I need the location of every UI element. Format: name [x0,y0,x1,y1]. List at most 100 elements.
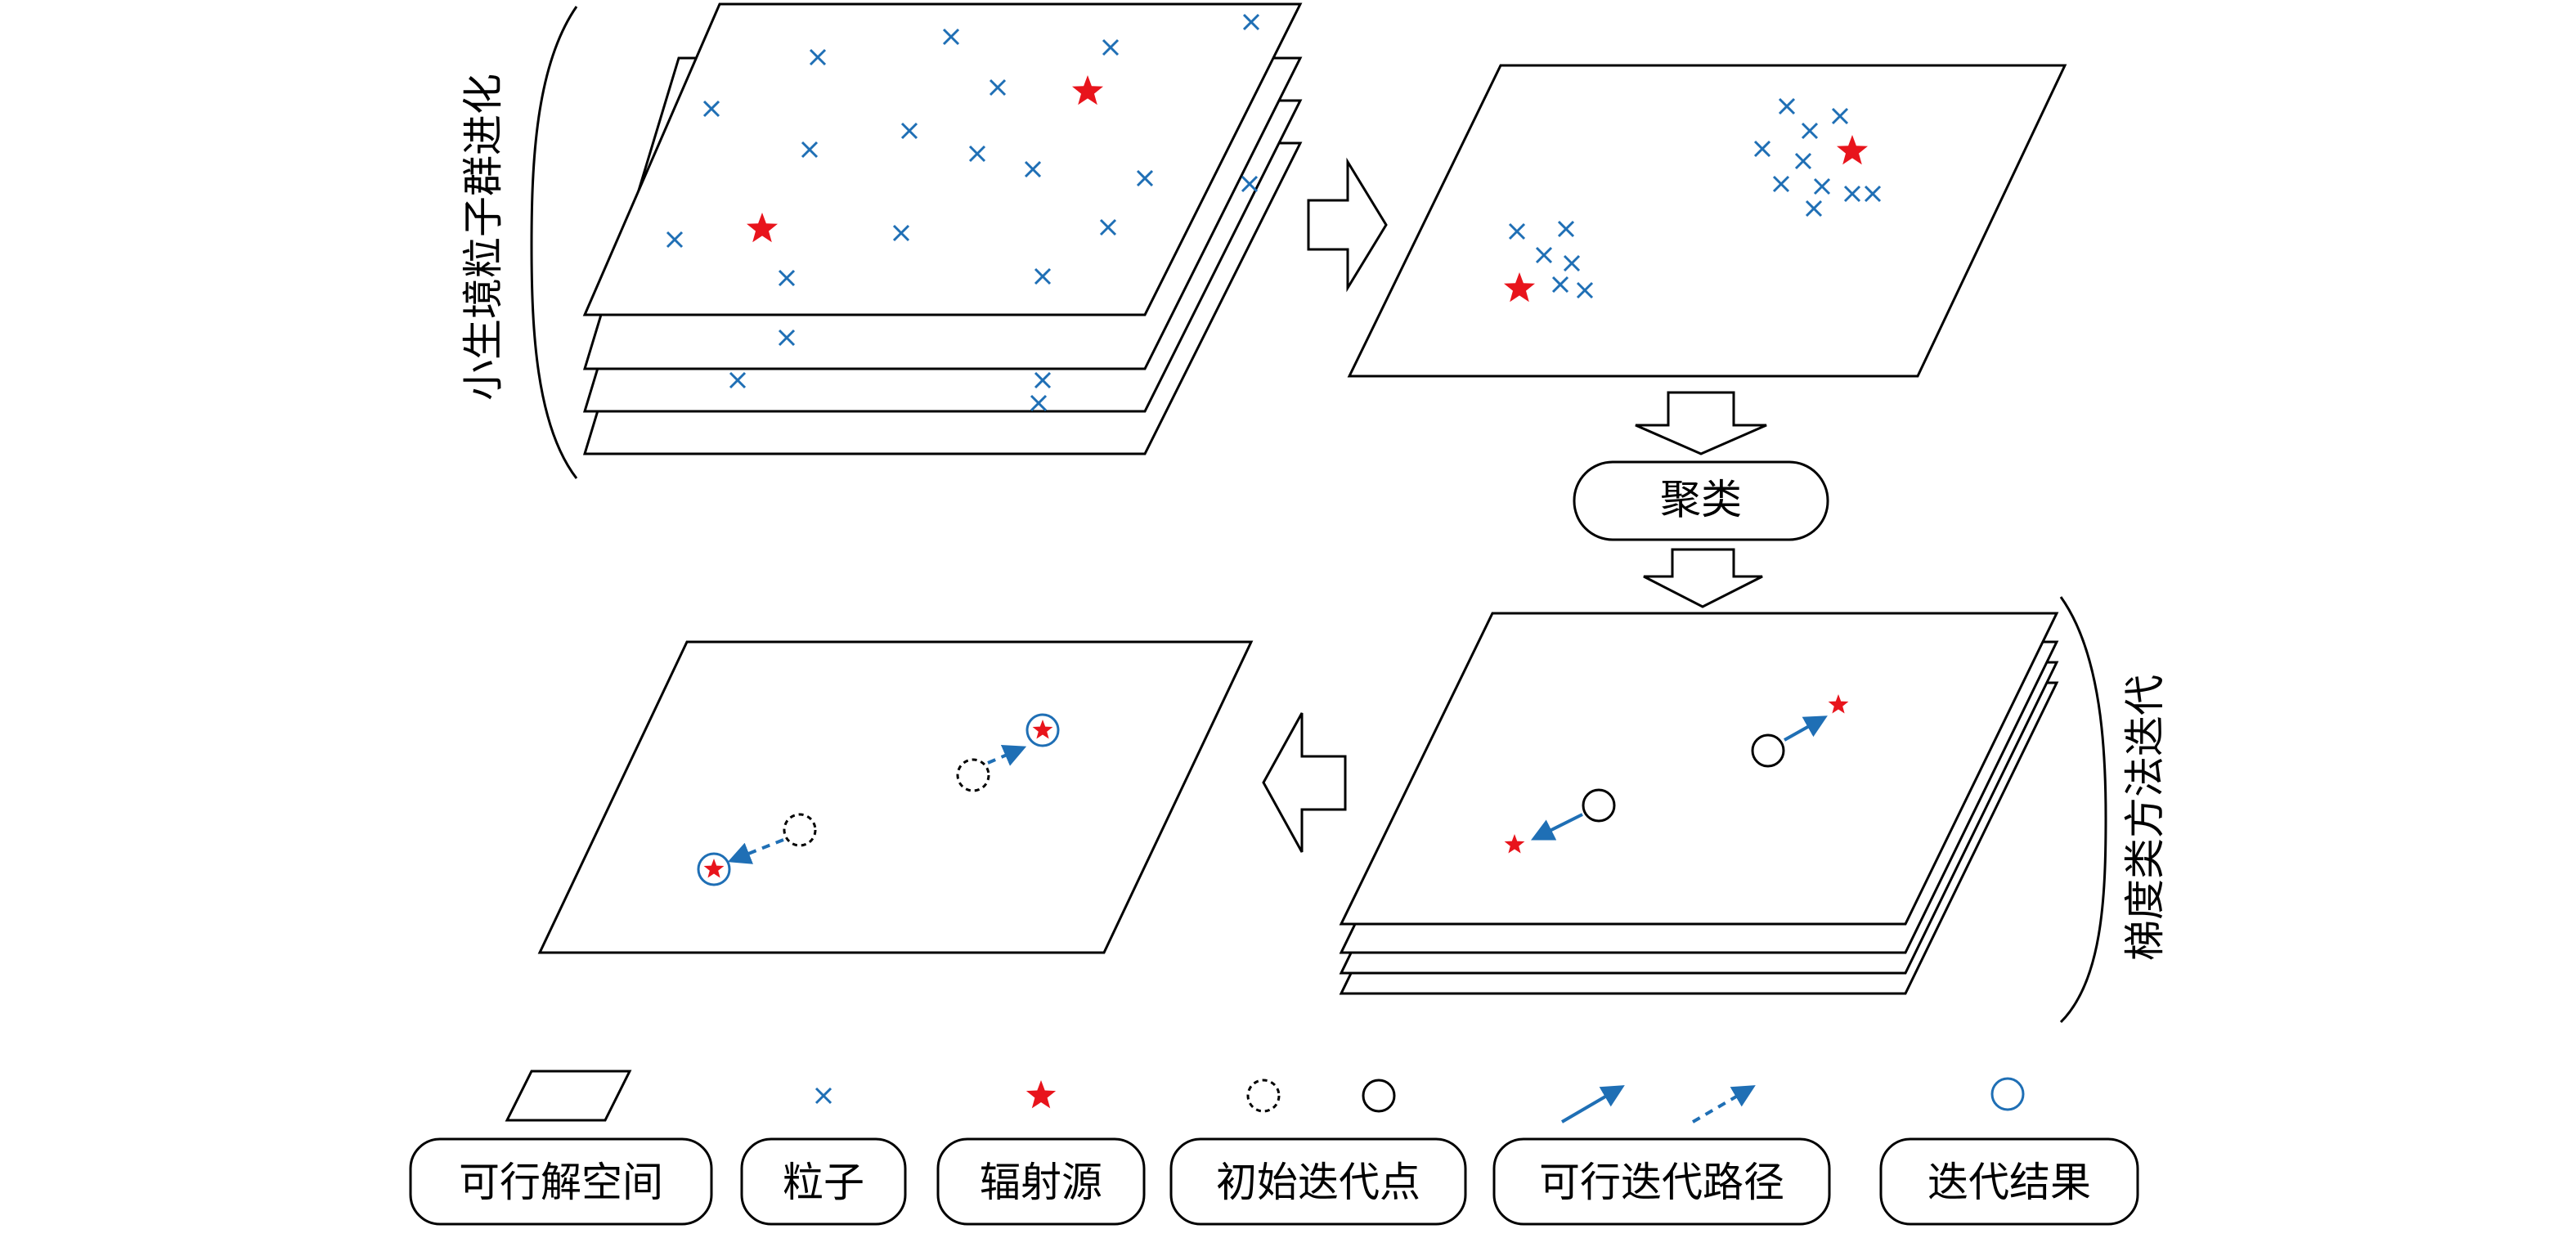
legend-label-solution-space: 可行解空间 [459,1159,663,1206]
particle-cross [1563,254,1581,272]
arrow-down-block-1 [1635,391,1767,455]
particle-cross [1102,38,1120,56]
particle-cross [1778,97,1796,115]
legend-box-solution-space [409,1137,713,1226]
legend-box-result [1879,1137,2139,1226]
particle-cross [702,100,720,118]
particle-cross [1242,13,1260,31]
arrow-icon [1560,1085,1625,1124]
panel-gradient-layers [1339,612,2059,995]
panel-clustered [1347,64,2067,378]
iteration-path-arrow [1530,813,1583,841]
arrow-down-block-2 [1643,548,1763,608]
legend-label-result: 迭代结果 [1928,1159,2091,1206]
particle-cross [900,122,918,140]
particle-cross [778,269,796,287]
initial-point-dashed-circle [783,813,817,847]
grad-layer-1 [1339,612,2059,926]
layer-1 [582,2,1303,316]
source-star [1837,135,1868,165]
particle-cross [1794,152,1812,170]
particle-cross [1241,175,1259,193]
legend-box-initial-point [1169,1137,1467,1226]
legend-label-particle: 粒子 [783,1159,864,1206]
cross-icon [815,1087,832,1105]
iteration-path-dashed-arrow [987,744,1027,766]
particle-cross [1034,371,1052,389]
brace-gradient [2059,596,2107,1024]
panel-gradient-content [1504,694,1849,854]
legend-label-source: 辐射源 [980,1159,1102,1206]
panel-results-content [697,713,1060,886]
particle-cross [1557,220,1575,238]
source-star [1032,720,1053,739]
particle-cross [1030,394,1048,412]
dashed-arrow-icon [1691,1085,1756,1124]
ring-icon [1990,1077,2025,1111]
particle-cross [778,329,796,347]
particle-cross [1576,281,1594,299]
source-star [1072,75,1103,105]
particle-cross [1864,185,1882,203]
particle-cross [729,371,747,389]
particle-cross [1843,185,1861,203]
iteration-path-arrow [1784,715,1828,742]
panel-pso-particles [666,13,1260,412]
particle-cross [1136,169,1154,187]
clustering-box [1573,460,1829,541]
particle-cross [1535,246,1553,264]
label-niche-pso: 小生境粒子群进化 [460,74,507,401]
particle-cross [1024,160,1042,178]
panel-pso-stars [747,75,1103,243]
legend-box-source [936,1137,1146,1226]
particle-cross [1508,222,1526,240]
legend: 可行解空间 粒子 辐射源 初始迭代点 可行迭代路径 迭代结果 [409,1070,2139,1226]
legend-box-path [1492,1137,1831,1226]
particle-cross [1813,177,1831,195]
initial-point-circle [1751,733,1785,768]
panel-pso-layers [582,2,1303,455]
legend-source-star [1025,1080,1057,1109]
legend-particle-cross [815,1087,832,1105]
dashed-circle-icon [1246,1079,1281,1113]
source-star [703,859,725,878]
parallelogram-icon [505,1070,632,1122]
circle-icon [1362,1079,1396,1113]
legend-label-initial-point: 初始迭代点 [1216,1159,1420,1206]
iteration-path-dashed-arrow [727,838,784,864]
particle-cross [666,231,684,249]
particle-cross [968,145,986,163]
result-ring [1025,713,1060,747]
particle-cross [942,28,960,46]
particle-cross [1099,218,1117,236]
star-icon [1025,1080,1057,1109]
arrow-left-block [1262,712,1347,853]
source-star [747,213,778,243]
particle-cross [801,141,819,159]
particle-cross [1034,267,1052,285]
particle-cross [1772,175,1790,193]
result-ring [697,852,731,886]
source-star [1504,834,1525,854]
particle-cross [1801,122,1819,140]
particle-cross [892,224,910,242]
legend-box-particle [740,1137,907,1226]
panel-results [537,640,1254,954]
initial-point-circle [1582,788,1616,823]
particle-cross [1805,200,1823,218]
label-gradient: 梯度类方法迭代 [2121,675,2169,961]
particle-cross [989,78,1007,96]
source-star [1504,272,1535,303]
particle-cross [1551,276,1569,294]
panel-clustered-stars [1504,135,1868,303]
initial-point-dashed-circle [956,758,990,792]
source-star [1828,694,1849,714]
brace-pso [530,6,578,479]
arrow-right-block [1307,157,1388,293]
clustering-label: 聚类 [1660,476,1742,523]
particle-cross [1831,107,1849,125]
panel-clustered-particles [1508,97,1882,299]
particle-cross [809,48,827,66]
particle-cross [1753,140,1771,158]
